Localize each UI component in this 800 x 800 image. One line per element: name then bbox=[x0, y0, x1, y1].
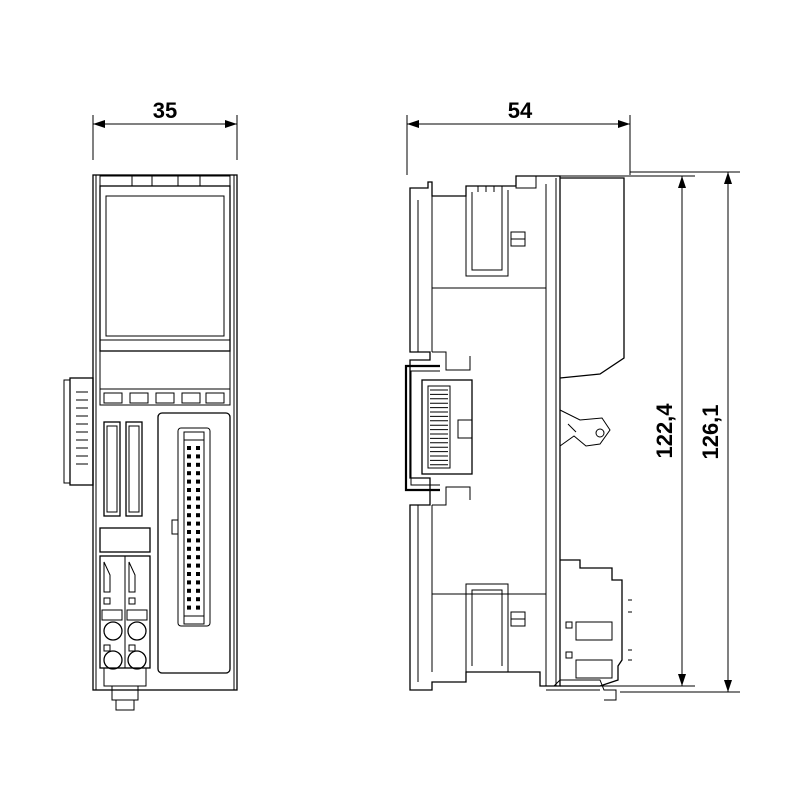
idc-pin bbox=[196, 530, 200, 534]
idc-pin bbox=[196, 597, 200, 602]
idc-pin bbox=[196, 605, 200, 610]
idc-pin bbox=[187, 530, 191, 534]
dim-label-front-width: 35 bbox=[153, 98, 177, 123]
side-terminal-module bbox=[546, 559, 632, 701]
screw-terminal-1 bbox=[103, 621, 123, 641]
idc-pin bbox=[196, 521, 200, 526]
idc-pin bbox=[196, 538, 200, 543]
idc-pin bbox=[196, 580, 200, 585]
front-led-windows bbox=[103, 421, 143, 517]
dimension-height-inner: 122,4 bbox=[560, 175, 695, 687]
idc-pin bbox=[187, 513, 191, 518]
idc-pin bbox=[187, 588, 191, 593]
dimension-side-depth: 54 bbox=[406, 98, 631, 175]
idc-pin bbox=[196, 588, 200, 593]
dimension-height-outer: 126,1 bbox=[620, 171, 740, 693]
idc-pin bbox=[187, 446, 191, 450]
front-slot-row bbox=[99, 388, 231, 406]
front-idc-connector bbox=[157, 412, 231, 674]
front-display-window bbox=[99, 185, 231, 390]
idc-pin bbox=[187, 538, 191, 543]
idc-pin bbox=[187, 555, 191, 560]
screw-terminal-3 bbox=[103, 650, 123, 670]
idc-pin bbox=[196, 572, 200, 576]
screw-terminal-4 bbox=[127, 650, 147, 670]
idc-pin bbox=[196, 496, 200, 501]
idc-pin bbox=[187, 488, 191, 492]
front-housing bbox=[92, 174, 238, 691]
front-label-field bbox=[99, 527, 151, 553]
front-view: 35 bbox=[63, 98, 238, 711]
dim-label-height-inner: 122,4 bbox=[652, 403, 677, 459]
idc-pin bbox=[196, 454, 200, 459]
side-pin-column bbox=[430, 389, 448, 466]
idc-pin bbox=[187, 605, 191, 610]
dimension-front-width: 35 bbox=[92, 98, 238, 160]
side-din-rail bbox=[404, 351, 471, 506]
idc-pin bbox=[187, 580, 191, 585]
side-housing bbox=[409, 175, 625, 691]
idc-pin bbox=[187, 563, 191, 568]
idc-pin bbox=[187, 496, 191, 501]
idc-pin bbox=[187, 572, 191, 576]
front-terminal-block bbox=[99, 555, 151, 711]
idc-pin bbox=[196, 488, 200, 492]
idc-pin bbox=[196, 462, 200, 467]
idc-pin bbox=[196, 563, 200, 568]
front-din-clip bbox=[63, 377, 94, 486]
idc-pin bbox=[187, 597, 191, 602]
idc-pin bbox=[196, 555, 200, 560]
idc-pin bbox=[196, 446, 200, 450]
idc-pin-grid bbox=[187, 446, 200, 610]
screw-terminal-2 bbox=[127, 621, 147, 641]
idc-pin bbox=[187, 479, 191, 484]
idc-pin bbox=[187, 521, 191, 526]
dim-label-side-depth: 54 bbox=[508, 98, 533, 123]
dim-label-height-outer: 126,1 bbox=[698, 404, 723, 459]
idc-pin bbox=[187, 454, 191, 459]
idc-pin bbox=[196, 504, 200, 509]
idc-pin bbox=[187, 462, 191, 467]
idc-pin bbox=[196, 513, 200, 518]
side-view: 54 122,4 126,1 bbox=[404, 98, 740, 701]
idc-pin bbox=[187, 471, 191, 476]
idc-pin bbox=[196, 479, 200, 484]
idc-pin bbox=[196, 546, 200, 551]
side-idc-connector bbox=[421, 379, 473, 475]
side-latch-lever bbox=[559, 409, 611, 447]
idc-pin bbox=[187, 504, 191, 509]
idc-pin bbox=[187, 546, 191, 551]
idc-pin bbox=[196, 471, 200, 476]
